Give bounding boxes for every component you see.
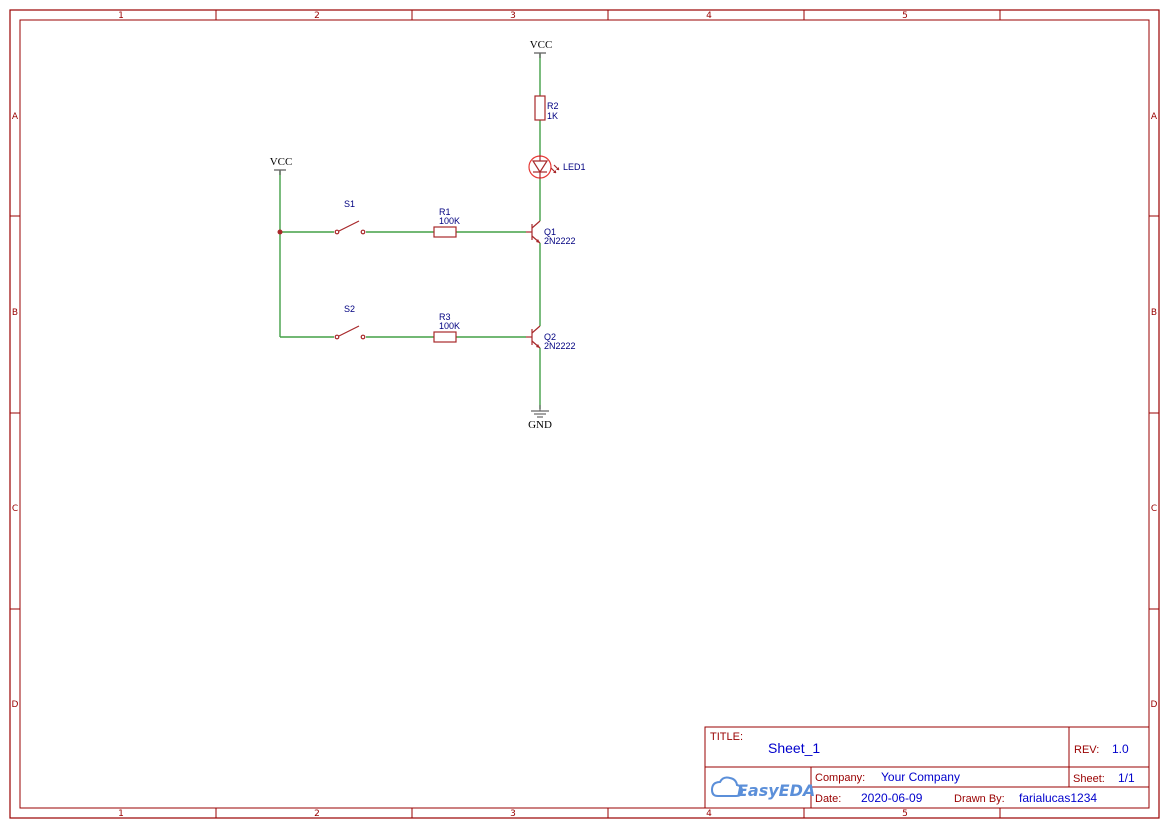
zone-col-4-bottom: 4 (706, 809, 712, 819)
zone-labels: 1 2 3 4 5 1 2 3 4 5 A B C D A B C D (12, 11, 1158, 819)
sheet-value: 1/1 (1118, 771, 1135, 785)
q1-ref: Q1 (544, 227, 556, 237)
rev-label: REV: (1074, 744, 1099, 756)
transistor-q1[interactable]: Q1 2N2222 (526, 220, 576, 246)
zone-col-5-bottom: 5 (902, 809, 908, 819)
company-label: Company: (815, 772, 865, 784)
gnd-label: GND (528, 419, 552, 431)
zone-row-d-left: D (12, 700, 19, 710)
vcc-left-symbol[interactable]: VCC (270, 156, 293, 175)
r1-value: 100K (439, 216, 460, 226)
r2-value: 1K (547, 111, 558, 121)
s2-ref: S2 (344, 304, 355, 314)
led1-ref: LED1 (563, 162, 586, 172)
zone-row-c-right: C (1151, 504, 1157, 514)
title-value: Sheet_1 (768, 740, 820, 756)
zone-col-2-bottom: 2 (314, 809, 320, 819)
r1-ref: R1 (439, 207, 451, 217)
junction-dot (277, 229, 283, 235)
zone-row-d-right: D (1151, 700, 1158, 710)
zone-row-b-right: B (1151, 308, 1157, 318)
r2-ref: R2 (547, 101, 559, 111)
drawn-by-value: farialucas1234 (1019, 791, 1097, 805)
wires (279, 54, 541, 409)
switch-s1[interactable]: S1 (334, 199, 366, 235)
company-value: Your Company (881, 770, 960, 784)
cloud-icon (710, 776, 744, 797)
transistor-q2[interactable]: Q2 2N2222 (526, 325, 576, 351)
zone-col-1-bottom: 1 (118, 809, 124, 819)
r3-ref: R3 (439, 312, 451, 322)
date-label: Date: (815, 793, 841, 805)
vcc-top-symbol[interactable]: VCC (530, 39, 553, 58)
drawn-by-label: Drawn By: (954, 793, 1005, 805)
vcc-top-label: VCC (530, 39, 553, 51)
title-label: TITLE: (710, 731, 743, 743)
zone-col-2-top: 2 (314, 11, 320, 21)
switch-s2[interactable]: S2 (334, 304, 366, 340)
gnd-symbol[interactable]: GND (528, 405, 552, 431)
resistor-r1[interactable]: R1 100K (433, 207, 460, 238)
sheet-frame (9, 9, 1160, 819)
q1-value: 2N2222 (544, 236, 576, 246)
zone-col-5-top: 5 (902, 11, 908, 21)
q2-value: 2N2222 (544, 341, 576, 351)
rev-value: 1.0 (1112, 742, 1129, 756)
date-value: 2020-06-09 (861, 791, 923, 805)
zone-col-4-top: 4 (706, 11, 712, 21)
resistor-r3[interactable]: R3 100K (433, 312, 460, 343)
title-block: TITLE: Sheet_1 REV: 1.0 EasyEDA Company:… (704, 726, 1150, 809)
q2-ref: Q2 (544, 332, 556, 342)
zone-col-1-top: 1 (118, 11, 124, 21)
vcc-left-label: VCC (270, 156, 293, 168)
zone-col-3-bottom: 3 (510, 809, 516, 819)
zone-row-a-left: A (12, 112, 19, 122)
s1-ref: S1 (344, 199, 355, 209)
zone-col-3-top: 3 (510, 11, 516, 21)
sheet-label: Sheet: (1073, 773, 1105, 785)
r3-value: 100K (439, 321, 460, 331)
easyeda-logo: EasyEDA (710, 776, 815, 800)
led-led1[interactable]: LED1 (528, 155, 586, 179)
zone-row-b-left: B (12, 308, 18, 318)
resistor-r2[interactable]: R2 1K (534, 95, 559, 121)
zone-row-a-right: A (1151, 112, 1158, 122)
zone-row-c-left: C (12, 504, 18, 514)
brand-text: EasyEDA (737, 781, 815, 800)
